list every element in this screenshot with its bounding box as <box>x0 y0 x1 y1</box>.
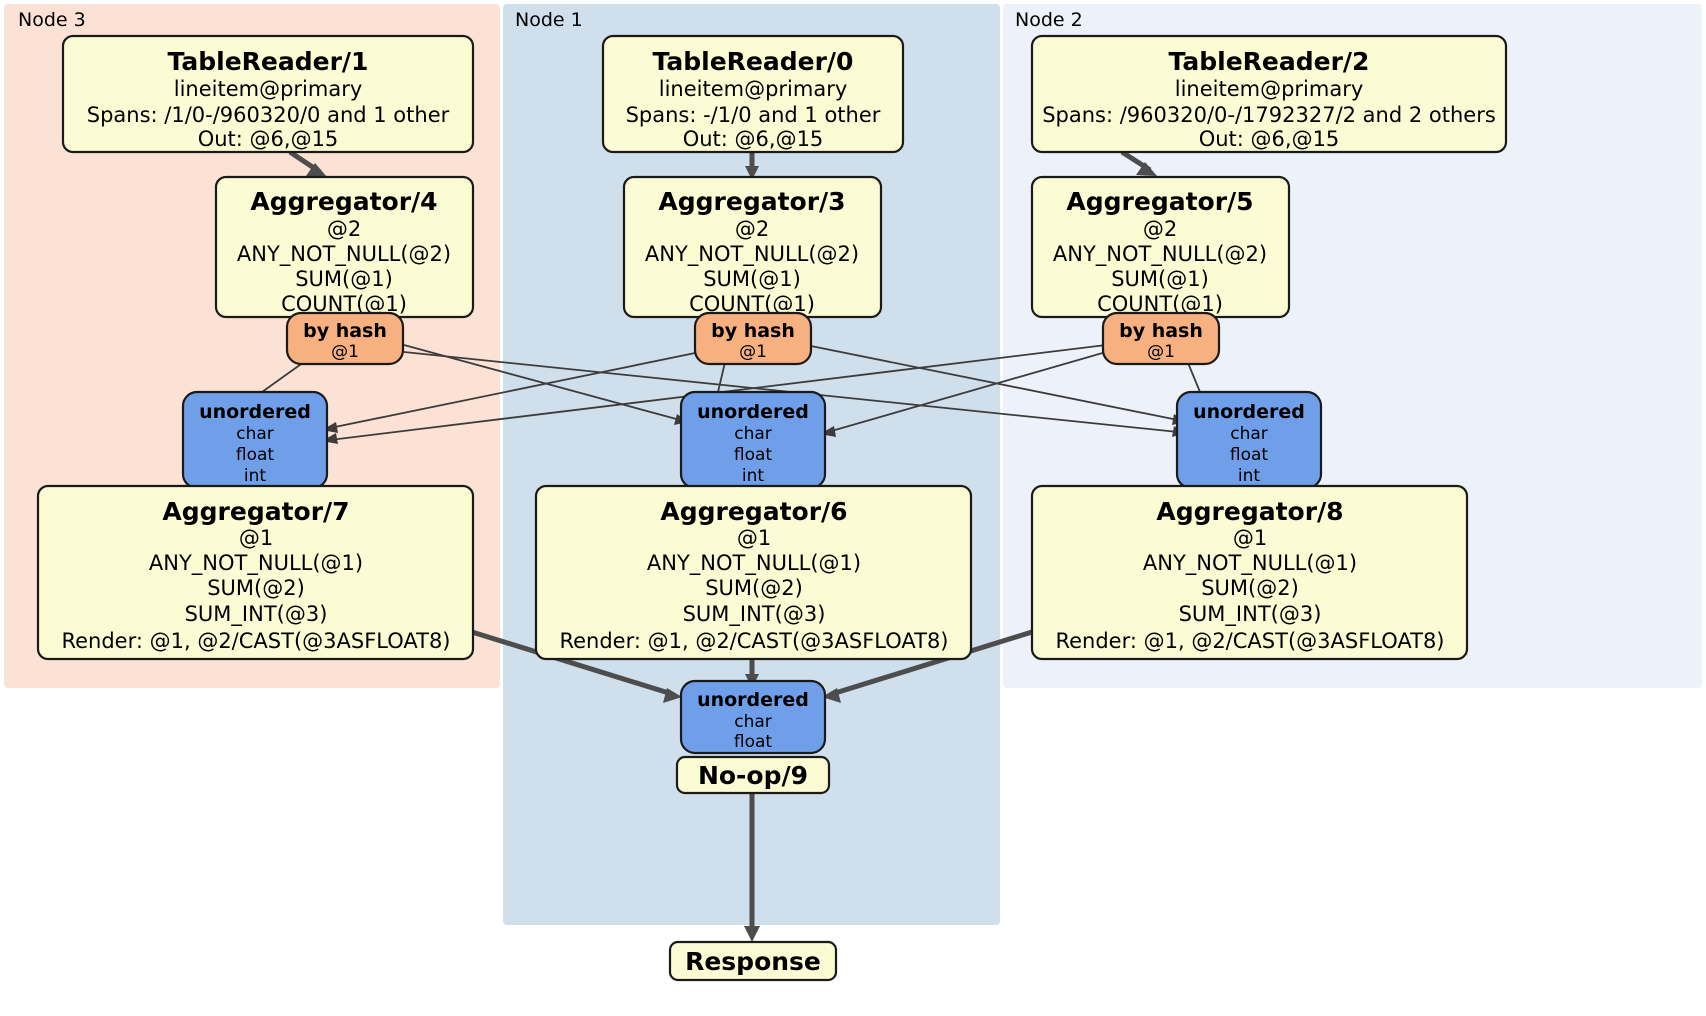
synchronizer-line: float <box>734 445 773 465</box>
router-line: @1 <box>331 342 359 362</box>
processor-line: SUM(@2) <box>1201 576 1299 600</box>
processor-aggregator-6[interactable]: Aggregator/6 @1 ANY_NOT_NULL(@1) SUM(@2)… <box>534 484 973 661</box>
edge-reader2-to-agg5 <box>1120 149 1157 176</box>
synchronizer-line: int <box>742 466 764 486</box>
processor-line: SUM(@1) <box>295 267 393 291</box>
processor-line: @2 <box>327 217 361 241</box>
processor-line: Out: @6,@15 <box>1199 127 1340 151</box>
synchronizer-unordered-final[interactable]: unordered char float <box>679 679 827 755</box>
processor-aggregator-3[interactable]: Aggregator/3 @2 ANY_NOT_NULL(@2) SUM(@1)… <box>622 175 883 319</box>
processor-line: Out: @6,@15 <box>683 127 824 151</box>
processor-noop-9[interactable]: No-op/9 <box>675 755 831 795</box>
processor-title: TableReader/0 <box>653 47 854 76</box>
processor-line: SUM_INT(@3) <box>683 602 826 627</box>
processor-line: lineitem@primary <box>174 77 363 101</box>
processor-response[interactable]: Response <box>668 940 838 982</box>
processor-line: ANY_NOT_NULL(@1) <box>149 551 363 576</box>
synchronizer-line: char <box>1230 424 1268 444</box>
processor-title: TableReader/1 <box>168 47 369 76</box>
router-title: by hash <box>711 320 795 342</box>
processor-line: SUM(@2) <box>207 576 305 600</box>
processor-table-reader-1[interactable]: TableReader/1 lineitem@primary Spans: /1… <box>61 34 475 154</box>
router-line: @1 <box>739 342 767 362</box>
processor-line: @2 <box>1143 217 1177 241</box>
processor-title: Aggregator/5 <box>1066 187 1253 216</box>
processor-line: lineitem@primary <box>1175 77 1364 101</box>
processor-line: @1 <box>737 526 771 550</box>
synchronizer-line: char <box>734 712 772 732</box>
synchronizer-line: char <box>236 424 274 444</box>
processor-line: lineitem@primary <box>659 77 848 101</box>
processor-title: Aggregator/3 <box>658 187 845 216</box>
edge-noop9-to-response <box>744 790 760 942</box>
processor-line: @1 <box>239 526 273 550</box>
processor-line: @2 <box>735 217 769 241</box>
edge-agg7-to-unordered-final <box>471 629 682 703</box>
processor-aggregator-8[interactable]: Aggregator/8 @1 ANY_NOT_NULL(@1) SUM(@2)… <box>1030 484 1469 661</box>
processor-aggregator-4[interactable]: Aggregator/4 @2 ANY_NOT_NULL(@2) SUM(@1)… <box>214 175 475 319</box>
synchronizer-line: float <box>236 445 275 465</box>
processor-line: ANY_NOT_NULL(@1) <box>1143 551 1357 576</box>
processor-title: Response <box>685 947 821 976</box>
synchronizer-title: unordered <box>199 401 311 423</box>
processor-title: Aggregator/6 <box>660 497 847 526</box>
processor-title: TableReader/2 <box>1169 47 1370 76</box>
processor-line: Out: @6,@15 <box>198 127 339 151</box>
processor-line: @1 <box>1233 526 1267 550</box>
processor-line: ANY_NOT_NULL(@2) <box>1053 242 1267 267</box>
synchronizer-line: int <box>1238 466 1260 486</box>
processor-title: Aggregator/7 <box>162 497 349 526</box>
edge-agg8-to-unordered-final <box>822 629 1033 703</box>
processor-line: Spans: -/1/0 and 1 other <box>626 103 881 127</box>
synchronizer-unordered-left[interactable]: unordered char float int <box>181 390 329 490</box>
processor-line: Spans: /960320/0-/1792327/2 and 2 others <box>1042 103 1496 127</box>
processor-title: Aggregator/8 <box>1156 497 1343 526</box>
node-panel-label-node2: Node 2 <box>1015 9 1083 31</box>
edge-reader1-to-agg4 <box>288 149 327 177</box>
processor-title: No-op/9 <box>698 761 808 790</box>
router-hash-left[interactable]: by hash @1 <box>285 311 405 366</box>
processor-line: SUM_INT(@3) <box>185 602 328 627</box>
processor-line: ANY_NOT_NULL(@2) <box>645 242 859 267</box>
synchronizer-unordered-center[interactable]: unordered char float int <box>679 390 827 490</box>
synchronizer-title: unordered <box>697 401 809 423</box>
processor-line: SUM(@1) <box>1111 267 1209 291</box>
processor-render-line: Render: @1, @2/CAST(@3ASFLOAT8) <box>61 629 450 653</box>
edge-reader0-to-agg3 <box>745 152 759 180</box>
processor-line: ANY_NOT_NULL(@1) <box>647 551 861 576</box>
processor-table-reader-0[interactable]: TableReader/0 lineitem@primary Spans: -/… <box>601 34 905 154</box>
node-panel-label-node3: Node 3 <box>18 9 86 31</box>
processor-render-line: Render: @1, @2/CAST(@3ASFLOAT8) <box>1055 629 1444 653</box>
processor-aggregator-5[interactable]: Aggregator/5 @2 ANY_NOT_NULL(@2) SUM(@1)… <box>1030 175 1291 319</box>
router-title: by hash <box>1119 320 1203 342</box>
processor-line: ANY_NOT_NULL(@2) <box>237 242 451 267</box>
processor-line: SUM_INT(@3) <box>1179 602 1322 627</box>
synchronizer-line: int <box>244 466 266 486</box>
processor-title: Aggregator/4 <box>250 187 437 216</box>
processor-aggregator-7[interactable]: Aggregator/7 @1 ANY_NOT_NULL(@1) SUM(@2)… <box>36 484 475 661</box>
router-hash-right[interactable]: by hash @1 <box>1101 311 1221 366</box>
router-hash-center[interactable]: by hash @1 <box>693 311 813 366</box>
router-line: @1 <box>1147 342 1175 362</box>
synchronizer-title: unordered <box>1193 401 1305 423</box>
synchronizer-unordered-right[interactable]: unordered char float int <box>1175 390 1323 490</box>
processor-render-line: Render: @1, @2/CAST(@3ASFLOAT8) <box>559 629 948 653</box>
processor-line: SUM(@2) <box>705 576 803 600</box>
processor-line: Spans: /1/0-/960320/0 and 1 other <box>87 103 450 127</box>
router-title: by hash <box>303 320 387 342</box>
processor-line: SUM(@1) <box>703 267 801 291</box>
processor-table-reader-2[interactable]: TableReader/2 lineitem@primary Spans: /9… <box>1030 34 1508 154</box>
synchronizer-title: unordered <box>697 689 809 711</box>
synchronizer-line: float <box>1230 445 1269 465</box>
node-panel-label-node1: Node 1 <box>515 9 583 31</box>
synchronizer-line: float <box>734 732 773 752</box>
synchronizer-line: char <box>734 424 772 444</box>
